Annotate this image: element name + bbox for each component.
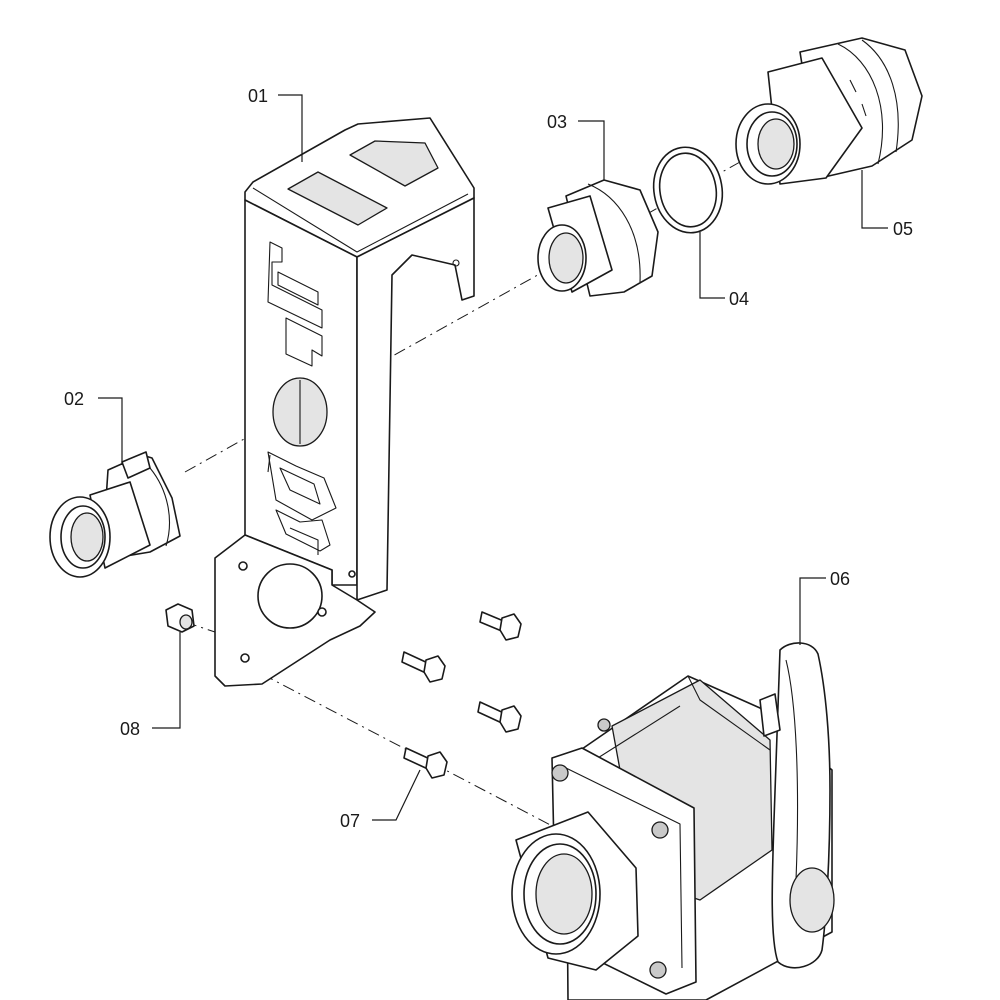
callout-05: 05 (893, 219, 913, 239)
part-06-ball-valve (511, 642, 835, 1000)
part-02-coupling (49, 451, 181, 578)
callout-labels: 01 02 03 04 05 06 07 08 (64, 86, 913, 831)
part-07-bolts (401, 611, 522, 779)
callout-06: 06 (830, 569, 850, 589)
bolt (479, 611, 522, 641)
callout-08: 08 (120, 719, 140, 739)
leader-lines (98, 94, 888, 821)
callout-03: 03 (547, 112, 567, 132)
part-01-bracket (214, 117, 475, 687)
callout-01: 01 (248, 86, 268, 106)
callout-02: 02 (64, 389, 84, 409)
bolt (403, 747, 448, 779)
part-08-nut (165, 603, 195, 633)
part-04-o-ring (652, 146, 724, 234)
bolt (477, 701, 522, 733)
part-05-union (735, 37, 923, 185)
part-03-adaptor (537, 179, 659, 297)
callout-07: 07 (340, 811, 360, 831)
bolt (401, 651, 446, 683)
callout-04: 04 (729, 289, 749, 309)
